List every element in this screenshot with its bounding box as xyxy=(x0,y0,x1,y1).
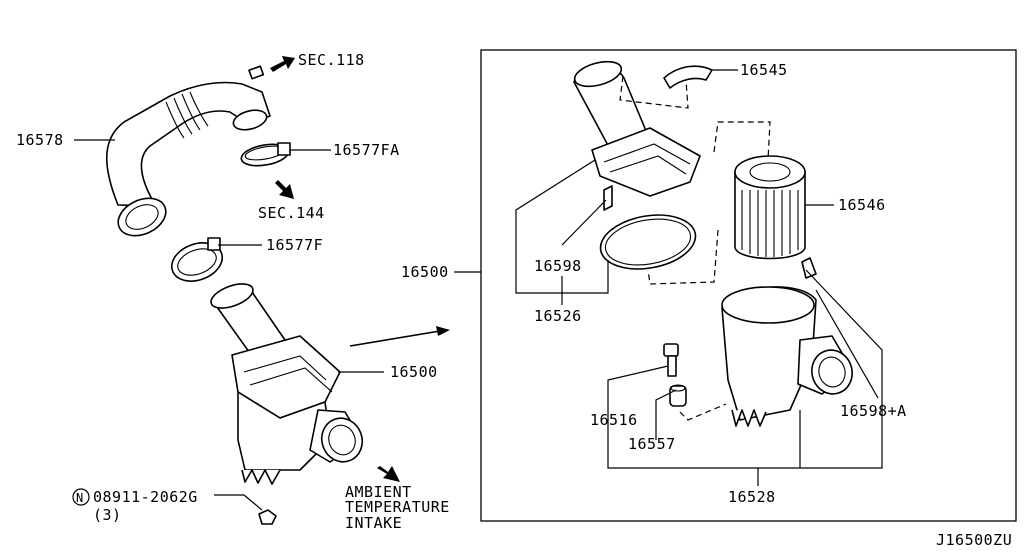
clip-16598a xyxy=(801,257,817,279)
lower-case-16528 xyxy=(721,286,853,427)
diagram-id: J16500ZU xyxy=(936,531,1012,549)
label-16577f: 16577F xyxy=(266,236,323,254)
explode-line-16546 xyxy=(713,121,771,161)
explode-line-element xyxy=(647,229,719,285)
label-16557: 16557 xyxy=(628,435,676,453)
clamp-16577f xyxy=(171,237,223,282)
part-labels: 16578 SEC.118 16577FA SEC.144 16577F 165… xyxy=(16,51,1012,549)
leader-lines xyxy=(74,69,883,511)
label-16598a: 16598+A xyxy=(840,402,907,420)
label-16598: 16598 xyxy=(534,257,582,275)
label-ambient-2: TEMPERATURE xyxy=(345,498,450,516)
exploded-view-arrow xyxy=(349,326,450,347)
seal-16545 xyxy=(663,65,713,89)
sensor-16516 xyxy=(663,343,679,377)
label-16516: 16516 xyxy=(590,411,638,429)
label-bolt-qty: (3) xyxy=(93,506,122,524)
bolt-marker: N xyxy=(76,491,84,505)
ambient-intake-arrow xyxy=(377,466,400,482)
bolt-marker-circle xyxy=(72,488,90,506)
label-16577fa: 16577FA xyxy=(333,141,400,159)
label-16545: 16545 xyxy=(740,61,788,79)
clip-16598 xyxy=(603,185,613,211)
label-16526: 16526 xyxy=(534,307,582,325)
label-bolt-code: 08911-2062G xyxy=(93,488,198,506)
grommet-16557 xyxy=(669,384,687,407)
clamp-16577fa xyxy=(240,142,291,167)
label-sec-144: SEC.144 xyxy=(258,204,325,222)
explode-line-16557 xyxy=(679,403,727,421)
label-16578: 16578 xyxy=(16,131,64,149)
label-16528: 16528 xyxy=(728,488,776,506)
exploded-view-frame xyxy=(480,49,1017,522)
label-16500-main: 16500 xyxy=(390,363,438,381)
label-16500-outer: 16500 xyxy=(401,263,449,281)
label-sec-118: SEC.118 xyxy=(298,51,365,69)
label-ambient-1: AMBIENT xyxy=(345,483,412,501)
filter-element-16546 xyxy=(734,155,806,260)
explode-line-16545 xyxy=(619,75,689,109)
gasket-16526 xyxy=(599,214,697,270)
intake-duct-16578 xyxy=(105,65,271,237)
upper-cover-16526 xyxy=(573,60,701,197)
label-ambient-3: INTAKE xyxy=(345,514,402,532)
label-16546: 16546 xyxy=(838,196,886,214)
sec-144-arrow xyxy=(275,180,294,199)
sec-118-arrow xyxy=(270,56,295,72)
air-cleaner-assembly-16500 xyxy=(210,283,364,525)
